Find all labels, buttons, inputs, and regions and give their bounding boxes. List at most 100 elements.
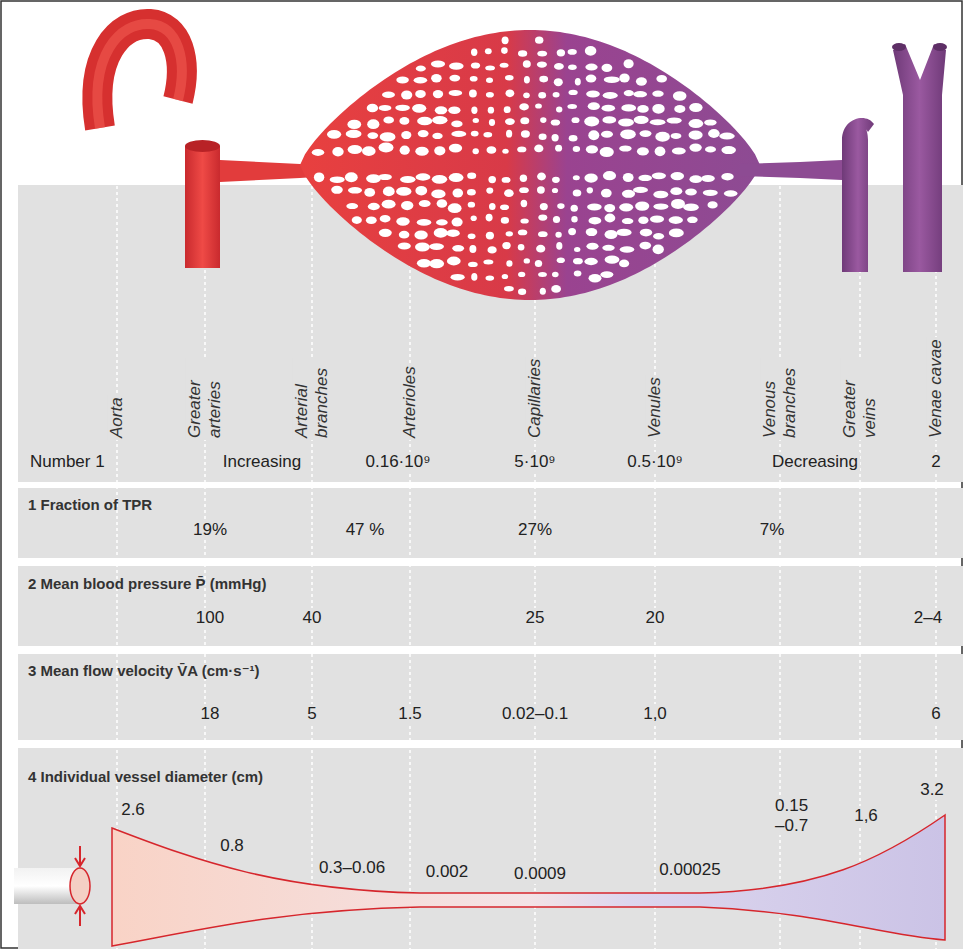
table-value: 3.2 — [918, 780, 946, 800]
table-value: 5 — [305, 704, 318, 724]
table-value: 18 — [199, 704, 222, 724]
mesh — [436, 219, 448, 225]
mesh — [446, 230, 459, 237]
mesh — [672, 148, 686, 155]
mesh — [418, 130, 429, 137]
mesh — [724, 190, 738, 196]
mesh — [488, 107, 494, 114]
table-value: 0.3–0.06 — [317, 858, 387, 878]
mesh — [621, 104, 636, 111]
mesh — [584, 258, 597, 265]
mesh — [453, 189, 464, 198]
mesh — [689, 144, 701, 152]
mesh — [705, 146, 716, 152]
mesh — [400, 176, 416, 183]
table-band: 4 Individual vessel diameter (cm)2.60.80… — [18, 748, 963, 949]
guide-line — [311, 186, 313, 949]
vessel-name: Venous branches — [760, 358, 799, 440]
mesh — [652, 91, 663, 97]
network-meshes — [312, 36, 738, 295]
guide-line — [204, 186, 206, 949]
mesh — [520, 117, 529, 124]
grey-band — [18, 488, 963, 558]
mesh — [601, 131, 613, 138]
mesh — [485, 48, 492, 54]
guide-line — [859, 186, 861, 949]
table-value: 2 — [929, 452, 942, 472]
mesh — [604, 204, 615, 212]
mesh — [506, 260, 512, 266]
mesh — [571, 216, 577, 222]
mesh — [519, 187, 529, 193]
mesh — [449, 144, 462, 153]
mesh — [556, 107, 562, 113]
mesh — [536, 245, 545, 253]
table-value: 40 — [301, 608, 324, 628]
mesh — [603, 171, 616, 180]
mesh — [432, 133, 442, 139]
mesh — [650, 215, 664, 222]
mesh — [396, 217, 409, 225]
mesh — [554, 78, 563, 86]
mesh — [451, 121, 462, 128]
mesh — [671, 133, 682, 139]
mesh — [537, 173, 546, 181]
mesh — [448, 203, 462, 213]
mesh — [415, 147, 428, 156]
mesh — [655, 147, 666, 157]
mesh — [502, 149, 508, 154]
diameter-arrows — [75, 846, 85, 926]
vessel-name: Arterial branches — [292, 358, 331, 440]
mesh — [502, 242, 510, 249]
mesh — [483, 132, 492, 137]
row-heading: 4 Individual vessel diameter (cm) — [28, 768, 263, 785]
mesh — [417, 117, 432, 126]
mesh — [689, 131, 703, 140]
mesh — [401, 91, 412, 100]
table-value: 0.5·10⁹ — [625, 452, 684, 472]
mesh — [589, 217, 602, 224]
mesh — [469, 245, 476, 253]
table-band: 2 Mean blood pressure P̄ (mmHg)100402520… — [18, 566, 963, 646]
mesh — [435, 106, 447, 114]
mesh — [586, 243, 598, 250]
mesh — [689, 119, 704, 128]
mesh — [449, 62, 464, 69]
mesh — [568, 49, 577, 55]
mesh — [382, 200, 396, 209]
mesh — [633, 187, 648, 193]
mesh — [640, 229, 652, 237]
mesh — [415, 186, 427, 196]
vein-opening — [933, 43, 947, 51]
table-band: 3 Mean flow velocity V̄A (cm·s⁻¹)1851.50… — [18, 654, 963, 740]
mesh — [635, 201, 649, 210]
mesh — [571, 205, 578, 212]
mesh — [569, 135, 578, 141]
mesh — [540, 117, 546, 123]
mesh — [429, 259, 444, 268]
mesh — [637, 147, 649, 155]
mesh — [557, 258, 565, 264]
mesh — [586, 228, 598, 236]
mesh — [399, 231, 410, 239]
mesh — [667, 117, 682, 123]
mesh — [383, 187, 395, 197]
table-value: 25 — [524, 608, 547, 628]
mesh — [398, 243, 411, 250]
mesh — [551, 285, 561, 293]
mesh — [378, 174, 392, 180]
table-value: 100 — [194, 608, 226, 628]
mesh — [602, 245, 614, 251]
mesh — [553, 216, 560, 223]
mesh — [535, 37, 543, 44]
mesh — [449, 173, 464, 182]
mesh — [557, 203, 564, 209]
aorta-arch — [97, 24, 181, 128]
mesh — [704, 119, 716, 125]
mesh — [451, 274, 465, 281]
mesh — [669, 216, 683, 224]
mesh — [656, 75, 667, 83]
mesh — [416, 173, 431, 180]
mesh — [671, 199, 685, 209]
table-value: 0.15 –0.7 — [773, 796, 821, 835]
